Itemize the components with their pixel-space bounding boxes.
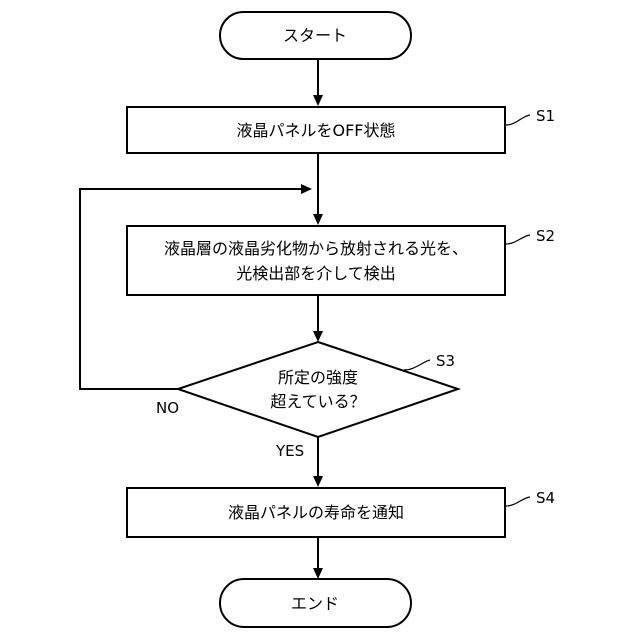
process-s2: 液晶層の液晶劣化物から放射される光を、 光検出部を介して検出: [127, 226, 505, 295]
branch-yes-label: YES: [275, 442, 304, 460]
s1-id: S1: [536, 107, 555, 125]
s3-text-line1: 所定の強度: [278, 368, 358, 387]
s2-text-line2: 光検出部を介して検出: [236, 264, 396, 283]
process-s1: 液晶パネルをOFF状態: [127, 107, 505, 153]
s3-id: S3: [436, 352, 455, 370]
s2-text-line1: 液晶層の液晶劣化物から放射される光を、: [164, 239, 468, 258]
s3-leader: [404, 360, 430, 370]
start-terminal: スタート: [220, 12, 411, 59]
s3-text-line2: 超えている？: [270, 392, 365, 411]
arrowhead-loop: [301, 184, 312, 194]
s2-id: S2: [536, 227, 555, 245]
end-terminal: エンド: [220, 579, 411, 627]
start-label: スタート: [283, 26, 347, 45]
process-s4: 液晶パネルの寿命を通知: [127, 488, 505, 537]
arrowhead-end: [313, 568, 323, 579]
arrowhead-s2: [313, 214, 323, 225]
s4-text: 液晶パネルの寿命を通知: [228, 503, 404, 522]
s1-text: 液晶パネルをOFF状態: [236, 121, 395, 140]
end-label: エンド: [291, 594, 339, 613]
branch-no-label: NO: [156, 399, 179, 417]
s4-leader: [506, 497, 530, 506]
arrowhead-s3: [313, 331, 323, 342]
decision-s3: 所定の強度 超えている？: [178, 342, 458, 437]
s1-leader: [506, 115, 530, 125]
arrowhead-s1: [313, 95, 323, 106]
s4-id: S4: [536, 489, 555, 507]
arrowhead-s4: [313, 476, 323, 487]
s2-leader: [506, 235, 530, 244]
